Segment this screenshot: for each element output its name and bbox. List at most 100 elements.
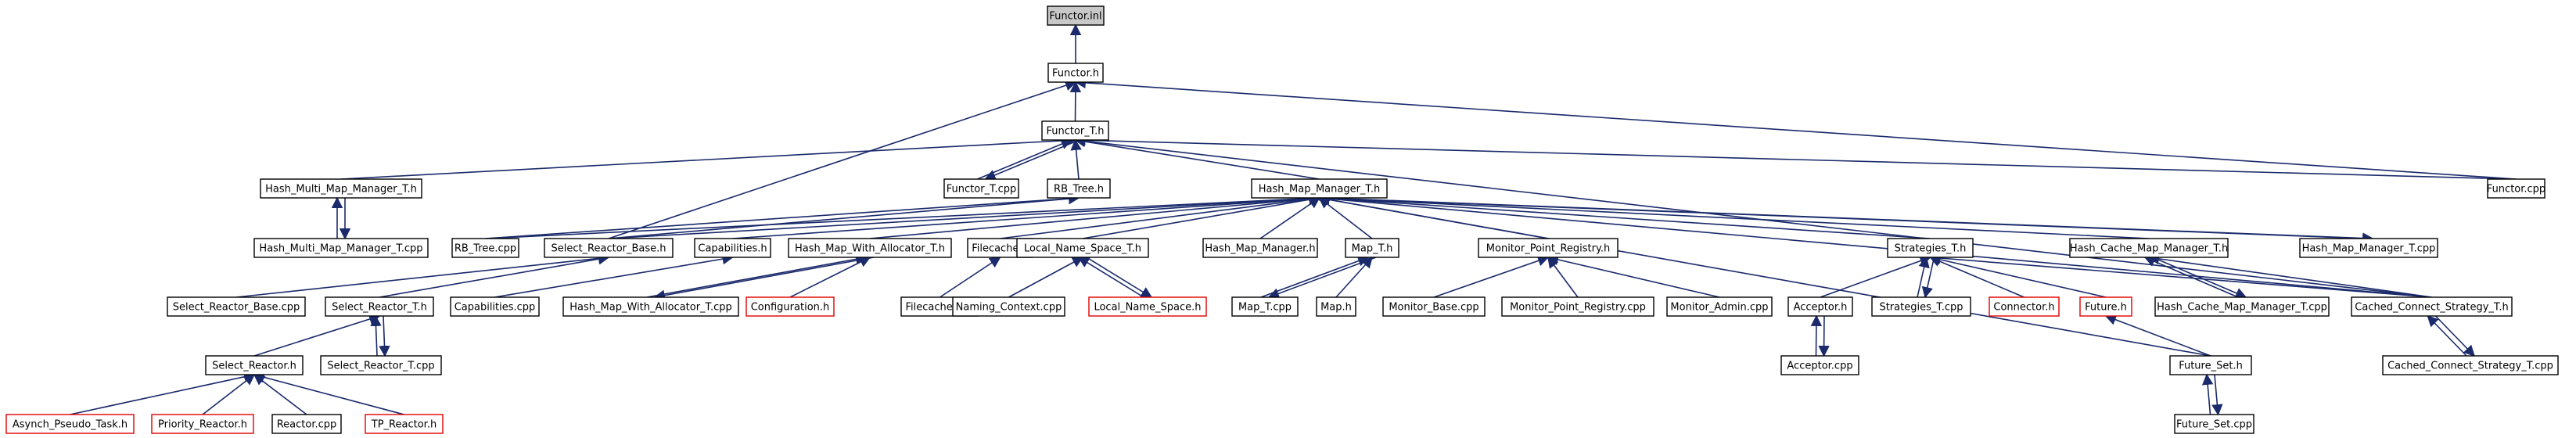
node-label: Map_T.h bbox=[1352, 243, 1393, 255]
edge-hash-map-with-allocator-t-h-to-hash-map-with-allocator-t-cpp bbox=[653, 257, 875, 301]
node-box bbox=[943, 178, 1019, 199]
node-hash-cache-map-manager-t-cpp[interactable]: Hash_Cache_Map_Manager_T.cpp bbox=[2154, 296, 2330, 317]
node-naming-context-cpp[interactable]: Naming_Context.cpp bbox=[952, 296, 1065, 317]
node-future-set-cpp[interactable]: Future_Set.cpp bbox=[2174, 414, 2254, 434]
node-acceptor-h[interactable]: Acceptor.h bbox=[1787, 296, 1853, 317]
node-box bbox=[1780, 355, 1859, 375]
node-box bbox=[205, 355, 304, 375]
edge-filecache-cpp-to-filecache-h bbox=[940, 257, 1001, 298]
node-box bbox=[1047, 5, 1105, 26]
node-label: Cached_Connect_Strategy_T.h bbox=[2355, 302, 2508, 314]
node-map-h[interactable]: Map.h bbox=[1316, 296, 1356, 317]
node-monitor-point-registry-h[interactable]: Monitor_Point_Registry.h bbox=[1478, 238, 1619, 258]
edge-cached-connect-strategy-t-cpp-to-cached-connect-strategy-t-h bbox=[2427, 314, 2467, 357]
node-capabilities-cpp[interactable]: Capabilities.cpp bbox=[450, 296, 540, 317]
node-label: Future_Set.cpp bbox=[2176, 419, 2252, 431]
edge-capabilities-cpp-to-capabilities-h bbox=[494, 253, 734, 298]
node-label: Strategies_T.cpp bbox=[1879, 302, 1963, 314]
node-hash-map-manager-t-h[interactable]: Hash_Map_Manager_T.h bbox=[1251, 178, 1388, 199]
edge-hash-cache-map-manager-t-h-to-hash-map-manager-t-h bbox=[1318, 192, 2150, 239]
node-functor-cpp[interactable]: Functor.cpp bbox=[2487, 178, 2545, 199]
node-map-t-cpp[interactable]: Map_T.cpp bbox=[1231, 296, 1299, 317]
node-select-reactor-t-cpp[interactable]: Select_Reactor_T.cpp bbox=[320, 355, 442, 375]
node-asynch-pseudo-task-h[interactable]: Asynch_Pseudo_Task.h bbox=[5, 414, 135, 434]
node-cached-connect-strategy-t-h[interactable]: Cached_Connect_Strategy_T.h bbox=[2351, 296, 2513, 317]
node-box bbox=[2487, 178, 2545, 199]
node-map-t-h[interactable]: Map_T.h bbox=[1345, 238, 1399, 258]
edge-filecache-h-to-hash-map-manager-t-h bbox=[1000, 193, 1320, 239]
node-select-reactor-h[interactable]: Select_Reactor.h bbox=[205, 355, 304, 375]
node-rb-tree-h[interactable]: RB_Tree.h bbox=[1047, 178, 1111, 199]
node-functor-t-cpp[interactable]: Functor_T.cpp bbox=[943, 178, 1019, 199]
node-label: Cached_Connect_Strategy_T.cpp bbox=[2387, 361, 2553, 372]
node-label: Capabilities.h bbox=[698, 243, 767, 255]
edge-hash-map-manager-t-h-to-functor-t-h bbox=[1074, 135, 1320, 180]
edge-acceptor-h-to-strategies-t-h bbox=[1820, 255, 1931, 298]
node-select-reactor-t-h[interactable]: Select_Reactor_T.h bbox=[325, 296, 434, 317]
node-label: Map_T.cpp bbox=[1238, 302, 1292, 314]
node-strategies-t-cpp[interactable]: Strategies_T.cpp bbox=[1871, 296, 1971, 317]
node-configuration-h[interactable]: Configuration.h bbox=[745, 296, 835, 317]
node-box bbox=[1088, 296, 1207, 317]
node-box bbox=[1501, 296, 1654, 317]
node-hash-map-with-allocator-t-cpp[interactable]: Hash_Map_With_Allocator_T.cpp bbox=[562, 296, 739, 317]
edge-acceptor-h-to-acceptor-cpp bbox=[1818, 315, 1830, 357]
node-future-h[interactable]: Future.h bbox=[2079, 296, 2132, 317]
node-functor-h[interactable]: Functor.h bbox=[1047, 63, 1104, 83]
edge-cached-connect-strategy-t-h-to-strategies-t-h bbox=[1929, 252, 2432, 298]
node-box bbox=[1871, 296, 1971, 317]
node-priority-reactor-h[interactable]: Priority_Reactor.h bbox=[151, 414, 254, 434]
node-label: Hash_Multi_Map_Manager_T.cpp bbox=[259, 243, 422, 255]
node-local-name-space-t-h[interactable]: Local_Name_Space_T.h bbox=[1016, 238, 1149, 258]
node-hash-multi-map-manager-t-h[interactable]: Hash_Multi_Map_Manager_T.h bbox=[260, 178, 422, 199]
node-future-set-h[interactable]: Future_Set.h bbox=[2169, 355, 2252, 375]
node-hash-map-with-allocator-t-h[interactable]: Hash_Map_With_Allocator_T.h bbox=[788, 238, 952, 258]
node-label: Priority_Reactor.h bbox=[158, 419, 247, 431]
edge-future-set-h-to-future-h bbox=[2104, 314, 2211, 357]
edge-hash-map-manager-h-to-hash-map-manager-t-h bbox=[1259, 197, 1320, 239]
node-label: Connector.h bbox=[1993, 302, 2054, 314]
node-functor-inl[interactable]: Functor.inl bbox=[1047, 5, 1105, 26]
edge-priority-reactor-h-to-select-reactor-h bbox=[202, 374, 256, 415]
node-capabilities-h[interactable]: Capabilities.h bbox=[694, 238, 771, 258]
node-monitor-base-cpp[interactable]: Monitor_Base.cpp bbox=[1382, 296, 1486, 317]
node-select-reactor-base-cpp[interactable]: Select_Reactor_Base.cpp bbox=[167, 296, 306, 317]
node-label: Filecache.h bbox=[972, 243, 1029, 255]
edge-functor-t-h-to-functor-t-cpp bbox=[984, 139, 1080, 181]
node-strategies-t-h[interactable]: Strategies_T.h bbox=[1887, 238, 1974, 258]
node-monitor-point-registry-cpp[interactable]: Monitor_Point_Registry.cpp bbox=[1501, 296, 1654, 317]
node-label: Functor.inl bbox=[1049, 11, 1101, 23]
node-label: Local_Name_Space.h bbox=[1094, 302, 1201, 314]
node-acceptor-cpp[interactable]: Acceptor.cpp bbox=[1780, 355, 1859, 375]
node-box bbox=[1231, 296, 1299, 317]
node-label: Hash_Map_With_Allocator_T.h bbox=[795, 243, 945, 255]
node-box bbox=[2079, 296, 2132, 317]
node-tp-reactor-h[interactable]: TP_Reactor.h bbox=[365, 414, 444, 434]
edge-connector-h-to-strategies-t-h bbox=[1929, 256, 2025, 298]
node-label: Select_Reactor_Base.cpp bbox=[173, 302, 300, 314]
node-hash-map-manager-h[interactable]: Hash_Map_Manager.h bbox=[1202, 238, 1318, 258]
edge-select-reactor-h-to-select-reactor-t-h bbox=[253, 314, 381, 357]
edge-naming-context-cpp-to-local-name-space-t-h bbox=[1008, 257, 1084, 298]
node-box bbox=[365, 414, 444, 434]
node-hash-multi-map-manager-t-cpp[interactable]: Hash_Multi_Map_Manager_T.cpp bbox=[253, 238, 429, 258]
node-connector-h[interactable]: Connector.h bbox=[1989, 296, 2060, 317]
node-cached-connect-strategy-t-cpp[interactable]: Cached_Connect_Strategy_T.cpp bbox=[2382, 355, 2559, 375]
node-functor-t-h[interactable]: Functor_T.h bbox=[1041, 120, 1109, 141]
node-label: RB_Tree.h bbox=[1054, 184, 1104, 196]
node-box bbox=[2382, 355, 2559, 375]
edge-future-set-h-to-future-set-cpp bbox=[2211, 374, 2223, 416]
node-box bbox=[2069, 238, 2229, 258]
node-box bbox=[260, 178, 422, 199]
node-label: Reactor.cpp bbox=[277, 419, 337, 431]
node-reactor-cpp[interactable]: Reactor.cpp bbox=[271, 414, 342, 434]
node-local-name-space-h[interactable]: Local_Name_Space.h bbox=[1088, 296, 1207, 317]
node-hash-map-manager-t-cpp[interactable]: Hash_Map_Manager_T.cpp bbox=[2299, 238, 2438, 258]
node-select-reactor-base-h[interactable]: Select_Reactor_Base.h bbox=[544, 238, 674, 258]
edge-monitor-base-cpp-to-monitor-point-registry-h bbox=[1433, 255, 1550, 298]
node-hash-cache-map-manager-t-h[interactable]: Hash_Cache_Map_Manager_T.h bbox=[2069, 238, 2229, 258]
edge-hash-map-with-allocator-t-cpp-to-hash-map-with-allocator-t-h bbox=[646, 253, 868, 298]
node-rb-tree-cpp[interactable]: RB_Tree.cpp bbox=[451, 238, 519, 258]
node-monitor-admin-cpp[interactable]: Monitor_Admin.cpp bbox=[1666, 296, 1773, 317]
node-box bbox=[1345, 238, 1399, 258]
